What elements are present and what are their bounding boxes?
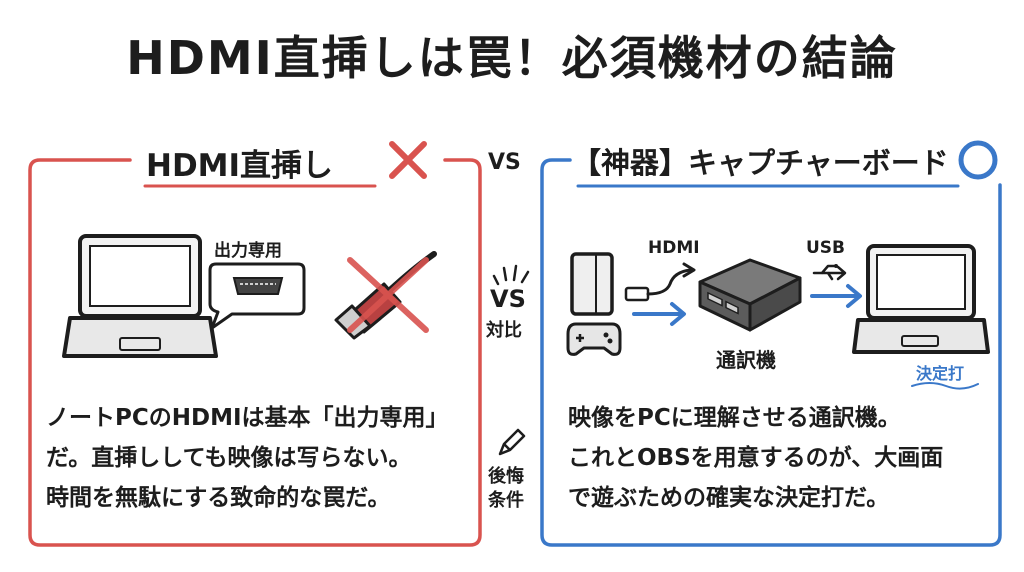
hdmi-cable-icon [624,262,696,302]
blue-arrow-usb [810,284,862,308]
right-body-line-1: 映像をPCに理解させる通訳機。 [568,405,901,431]
usb-icon [812,264,847,281]
regret-label-1: 後悔 [488,466,524,487]
compare-label: 対比 [486,320,522,341]
laptop-icon-right [852,244,990,354]
blue-arrow-hdmi [632,302,686,326]
laptop-icon [62,234,218,358]
left-heading: HDMI直挿し [146,148,334,184]
left-body-line-3: 時間を無駄にする致命的な罠だ。 [46,485,391,511]
left-panel-frame [28,158,482,547]
hdmi-label: HDMI [648,238,700,258]
pencil-icon [498,428,526,456]
right-body-line-3: で遊ぶための確実な決定打だ。 [568,485,890,511]
hdmi-port-bubble-icon [208,262,306,330]
right-heading: 【神器】キャプチャーボード [572,146,949,180]
usb-label: USB [806,238,846,258]
left-body-line-2: だ。直挿ししても映像は写らない。 [46,445,412,471]
right-panel-frame [540,158,1002,547]
regret-label-2: 条件 [488,490,524,511]
note-underline [911,382,979,390]
port-label: 出力専用 [214,241,282,261]
crossed-hdmi-cable-icon [334,251,437,340]
red-x-icon [389,141,427,179]
gamepad-icon [566,322,622,356]
page-title: HDMI直挿しは罠！必須機材の結論 [126,31,898,85]
left-body-line-1: ノートPCのHDMIは基本「出力専用」 [46,405,449,431]
capture-board-icon [698,258,802,332]
game-console-icon [570,252,614,316]
vs-top-label: VS [488,150,521,175]
burst-lines-icon [492,264,530,286]
vs-mid-label: VS [490,285,526,313]
note-label: 決定打 [916,364,965,383]
blue-circle-icon [958,140,998,180]
right-body-line-2: これとOBSを用意するのが、大画面 [568,445,944,471]
device-label: 通訳機 [716,348,776,372]
